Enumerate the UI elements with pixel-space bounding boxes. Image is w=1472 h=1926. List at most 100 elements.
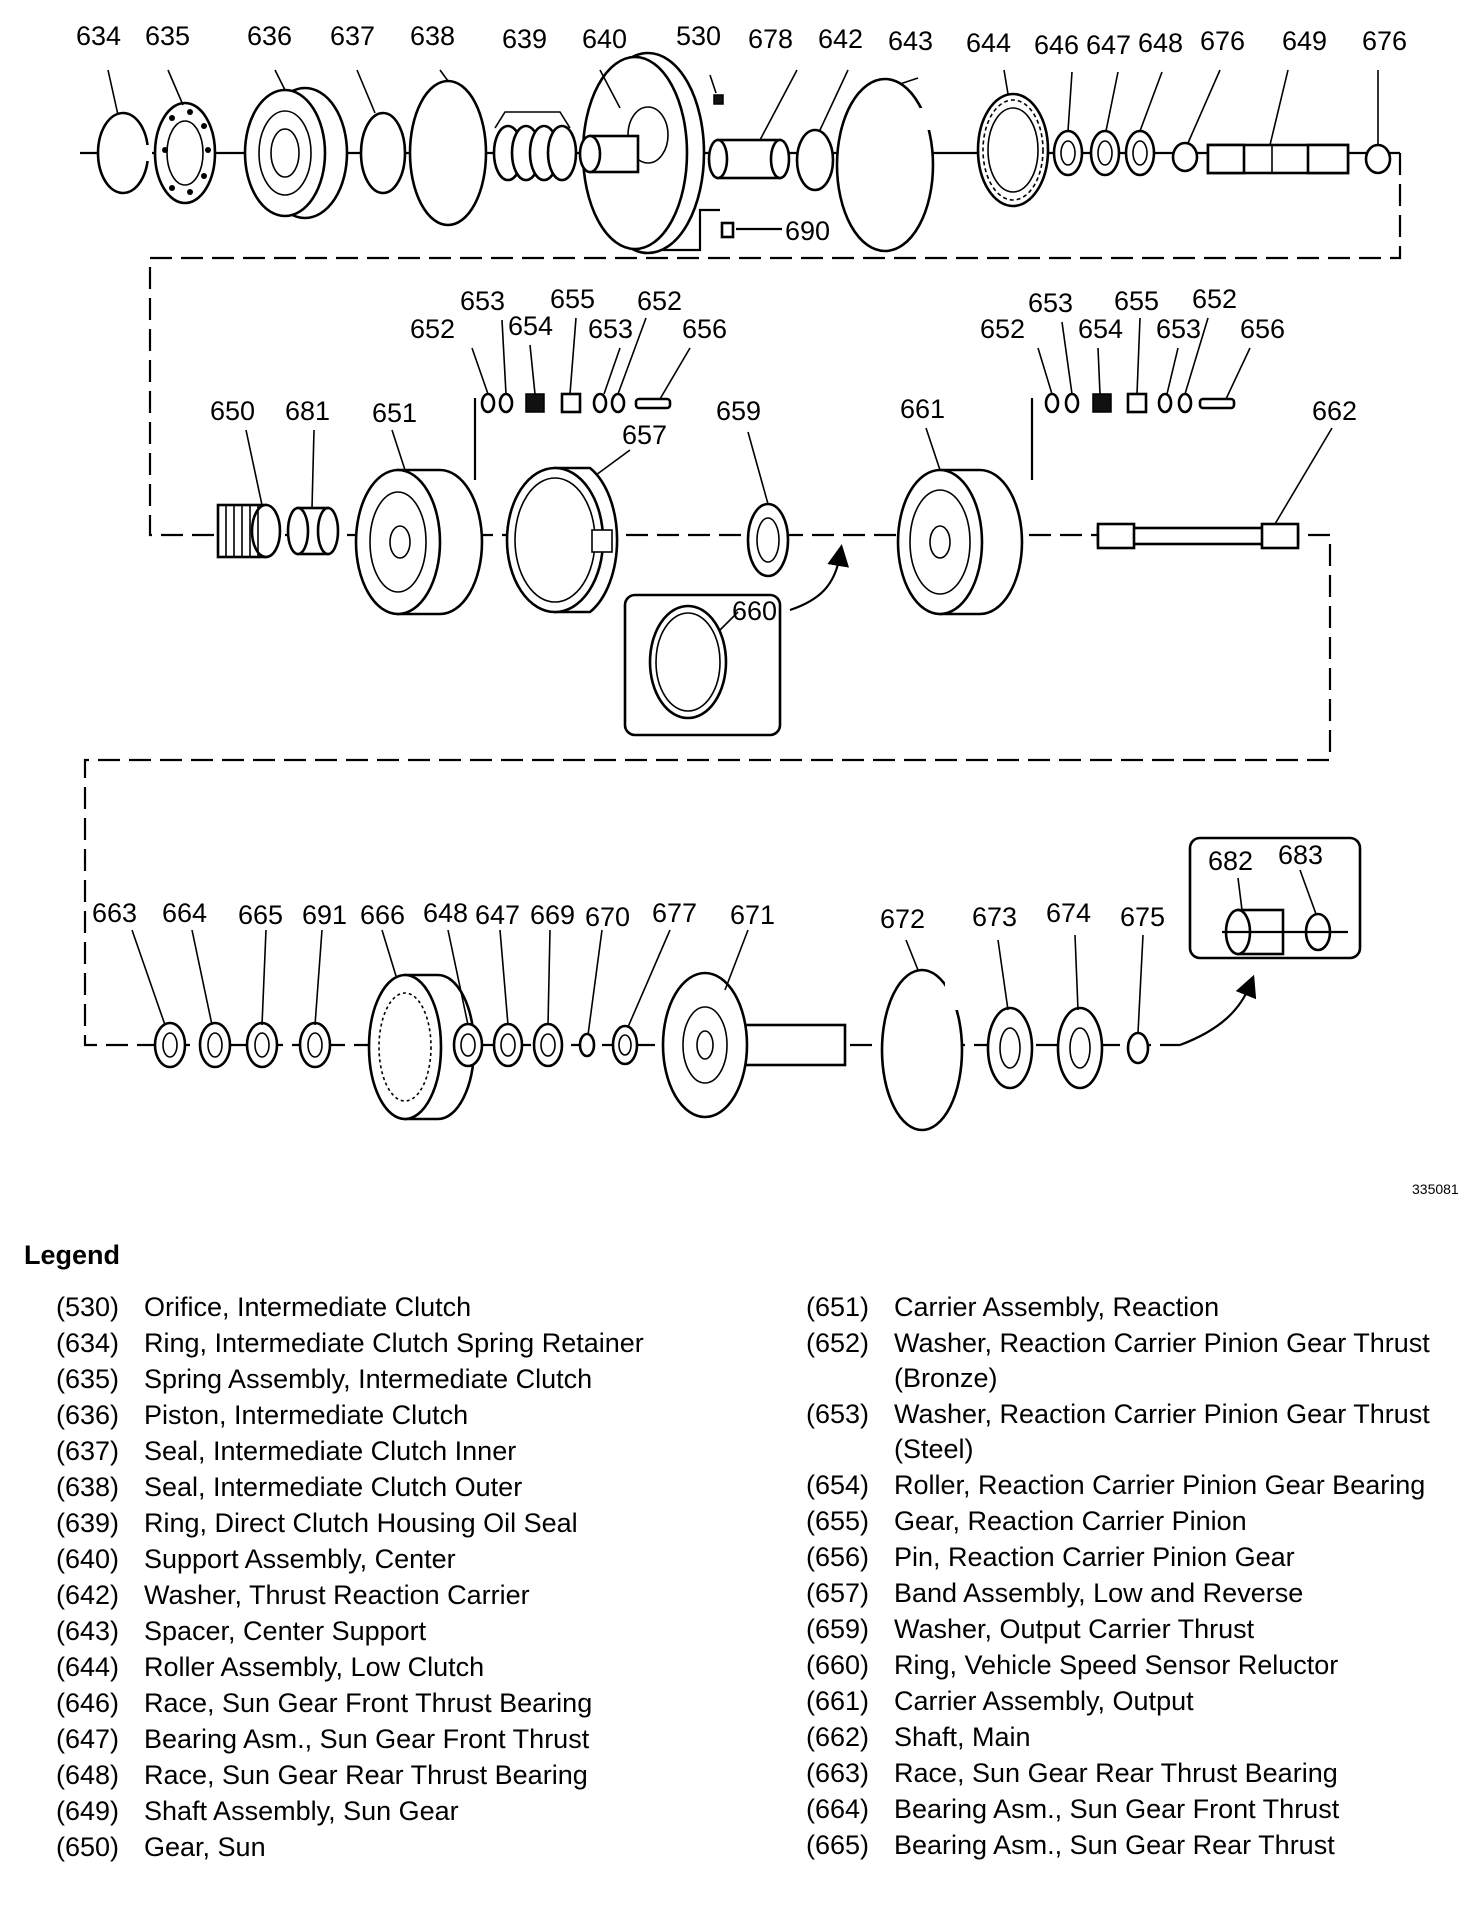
part-674-washer — [1056, 1006, 1104, 1090]
legend-code: (662) — [806, 1722, 870, 1752]
part-643-spacer — [835, 77, 940, 253]
legend-description: Shaft Assembly, Sun Gear — [144, 1796, 459, 1826]
legend-entry: (642)Washer, Thrust Reaction Carrier — [56, 1578, 756, 1613]
callout-670: 670 — [585, 902, 630, 932]
legend-entry: (648)Race, Sun Gear Rear Thrust Bearing — [56, 1758, 756, 1793]
legend-code: (657) — [806, 1578, 870, 1608]
part-649-sun-gear-shaft — [1206, 143, 1350, 175]
legend-description: Washer, Thrust Reaction Carrier — [144, 1580, 530, 1610]
legend-description: Carrier Assembly, Output — [894, 1686, 1194, 1716]
callout-653-d: 653 — [1156, 314, 1201, 344]
legend-entry: (655)Gear, Reaction Carrier Pinion — [806, 1504, 1466, 1539]
legend-description: Ring, Intermediate Clutch Spring Retaine… — [144, 1328, 644, 1358]
part-638-outer-seal — [408, 79, 488, 227]
legend-code: (654) — [806, 1470, 870, 1500]
legend-code: (653) — [806, 1399, 870, 1429]
legend-description: Band Assembly, Low and Reverse — [894, 1578, 1304, 1608]
callout-654-a: 654 — [508, 311, 553, 341]
callout-677: 677 — [652, 898, 697, 928]
callout-683: 683 — [1278, 840, 1323, 870]
legend-description: Shaft, Main — [894, 1722, 1031, 1752]
part-646-race — [1052, 129, 1084, 177]
part-636-piston — [243, 86, 349, 220]
legend-entry: (663)Race, Sun Gear Rear Thrust Bearing — [806, 1756, 1466, 1791]
callout-657: 657 — [622, 420, 667, 450]
legend-code: (646) — [56, 1688, 120, 1718]
part-663-race — [153, 1021, 187, 1069]
pinion-set-1 — [480, 392, 672, 414]
legend-entry: (639)Ring, Direct Clutch Housing Oil Sea… — [56, 1506, 756, 1541]
callout-691: 691 — [302, 900, 347, 930]
part-644-roller-assembly — [976, 92, 1050, 208]
legend-entry: (660)Ring, Vehicle Speed Sensor Reluctor — [806, 1648, 1466, 1683]
callout-654-b: 654 — [1078, 314, 1123, 344]
legend-entry: (646)Race, Sun Gear Front Thrust Bearing — [56, 1686, 756, 1721]
legend-column-left: (530)Orifice, Intermediate Clutch(634)Ri… — [56, 1290, 756, 1866]
callout-635: 635 — [145, 21, 190, 51]
legend-code: (665) — [806, 1830, 870, 1860]
legend-description: Spacer, Center Support — [144, 1616, 427, 1646]
legend-entry: (656)Pin, Reaction Carrier Pinion Gear — [806, 1540, 1466, 1575]
callout-682: 682 — [1208, 846, 1253, 876]
callout-643: 643 — [888, 26, 933, 56]
callout-664: 664 — [162, 898, 207, 928]
legend-entry: (653) Washer, Reaction Carrier Pinion Gea… — [806, 1397, 1466, 1467]
part-637-inner-seal — [359, 111, 407, 195]
part-690-plug — [720, 221, 735, 239]
part-681-bushing — [286, 506, 340, 556]
callout-669: 669 — [530, 900, 575, 930]
callout-678: 678 — [748, 24, 793, 54]
part-678-sleeve — [707, 138, 791, 180]
part-530-orifice — [713, 94, 724, 105]
legend-description: Gear, Sun — [144, 1832, 266, 1862]
callout-656-a: 656 — [682, 314, 727, 344]
part-648-race-rear — [452, 1022, 484, 1068]
callout-652-c: 652 — [980, 314, 1025, 344]
callout-690: 690 — [785, 216, 830, 246]
legend-entry: (649)Shaft Assembly, Sun Gear — [56, 1794, 756, 1829]
callout-666: 666 — [360, 900, 405, 930]
legend-entry: (635)Spring Assembly, Intermediate Clutc… — [56, 1362, 756, 1397]
legend-description: Race, Sun Gear Rear Thrust Bearing — [144, 1760, 588, 1790]
part-651-reaction-carrier — [354, 468, 484, 616]
legend-description: Washer, Reaction Carrier Pinion Gear Thr… — [894, 1328, 1430, 1393]
callout-672: 672 — [880, 904, 925, 934]
row-3-parts — [153, 836, 1362, 1132]
callout-652-b: 652 — [637, 286, 682, 316]
part-661-output-carrier — [896, 468, 1024, 616]
callout-638: 638 — [410, 21, 455, 51]
legend-code: (644) — [56, 1652, 120, 1682]
callout-652-d: 652 — [1192, 284, 1237, 314]
legend-code: (660) — [806, 1650, 870, 1680]
legend-description: Bearing Asm., Sun Gear Front Thrust — [894, 1794, 1340, 1824]
callout-676-front: 676 — [1200, 26, 1245, 56]
legend-entry: (640)Support Assembly, Center — [56, 1542, 756, 1577]
legend-entry: (651)Carrier Assembly, Reaction — [806, 1290, 1466, 1325]
row-1-parts — [96, 51, 1392, 255]
callout-653-a: 653 — [460, 286, 505, 316]
legend-code: (634) — [56, 1328, 120, 1358]
part-660-inset-box — [623, 544, 850, 737]
legend-code: (639) — [56, 1508, 120, 1538]
legend-description: Orifice, Intermediate Clutch — [144, 1292, 472, 1322]
legend-description: Washer, Output Carrier Thrust — [894, 1614, 1255, 1644]
part-647-bearing-rear — [492, 1022, 524, 1068]
row-2-parts — [216, 392, 1300, 737]
legend-entry: (664)Bearing Asm., Sun Gear Front Thrust — [806, 1792, 1466, 1827]
legend-entry: (654)Roller, Reaction Carrier Pinion Gea… — [806, 1468, 1466, 1503]
part-676-bushing-front — [1171, 141, 1199, 173]
callout-676-rear: 676 — [1362, 26, 1407, 56]
part-640-center-support — [578, 51, 706, 255]
part-677-bushing — [611, 1024, 639, 1066]
callout-659: 659 — [716, 396, 761, 426]
part-650-sun-gear — [216, 503, 282, 559]
callout-663: 663 — [92, 898, 137, 928]
legend-description: Washer, Reaction Carrier Pinion Gear Thr… — [894, 1399, 1430, 1464]
callout-653-b: 653 — [588, 314, 633, 344]
legend-code: (656) — [806, 1542, 870, 1572]
callout-530: 530 — [676, 21, 721, 51]
legend-code: (643) — [56, 1616, 120, 1646]
legend-code: (655) — [806, 1506, 870, 1536]
callout-648: 648 — [1138, 28, 1183, 58]
callout-637: 637 — [330, 21, 375, 51]
